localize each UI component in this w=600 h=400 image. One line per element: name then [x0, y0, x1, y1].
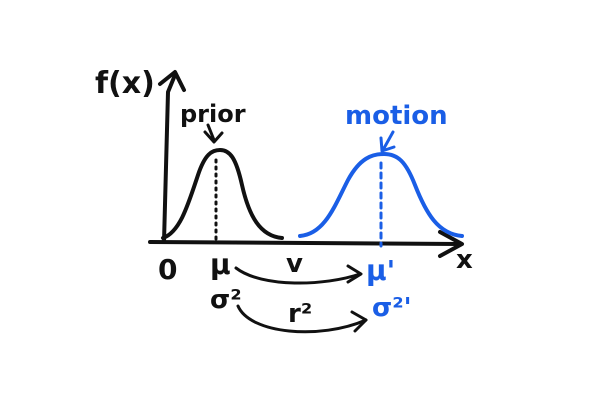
variance-shift-curved-arrow-icon [236, 304, 368, 334]
motion-label: motion [345, 101, 448, 131]
variance-shift-arrowhead [350, 310, 368, 333]
y-axis-label: f(x) [95, 66, 155, 101]
prior-pointer-arrow-icon [203, 123, 224, 144]
motion-gaussian-curve [298, 152, 464, 238]
y-axis-line [162, 73, 177, 244]
x-axis-arrowhead [438, 230, 464, 258]
mu-label: μ [210, 248, 231, 281]
sigma2-prime-label: σ²' [372, 293, 412, 323]
v-label: v [286, 249, 303, 279]
prior-gaussian-curve [161, 148, 284, 240]
motion-pointer-arrow-icon [379, 130, 396, 153]
x-axis-line [148, 240, 462, 246]
y-axis-arrowhead [158, 70, 186, 92]
x-axis-label: x [456, 245, 473, 275]
mu-prime-label: μ' [366, 254, 395, 287]
sigma2-label: σ² [210, 285, 242, 315]
origin-label: 0 [158, 253, 177, 286]
r2-label: r² [288, 299, 312, 329]
mean-shift-arrowhead [346, 264, 363, 284]
prior-label: prior [180, 100, 246, 128]
mean-shift-curved-arrow-icon [234, 266, 362, 285]
